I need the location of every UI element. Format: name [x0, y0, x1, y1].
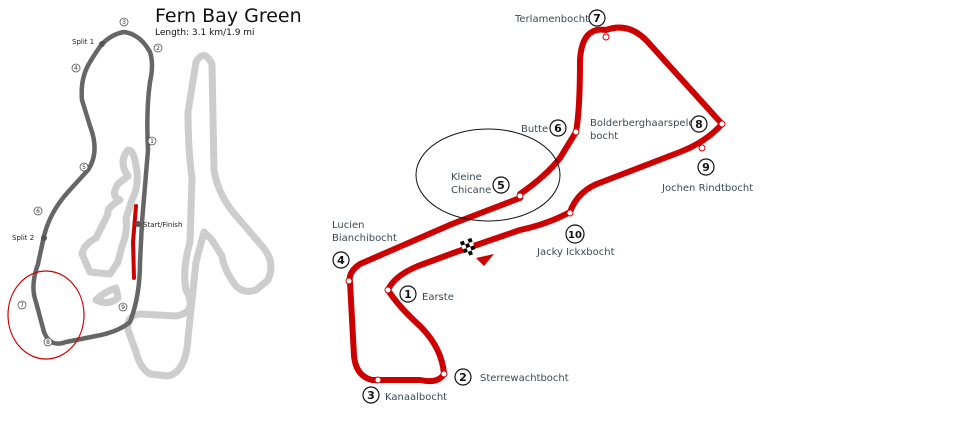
corner-4: Lucien Bianchibocht 4: [332, 220, 397, 269]
svg-text:3: 3: [122, 19, 126, 26]
direction-arrow: [476, 254, 494, 266]
svg-text:1: 1: [150, 138, 154, 145]
corner-5-label-line1: Kleine: [451, 172, 482, 183]
corner-6: Butte 6: [521, 119, 567, 137]
turn-marker-9: 9: [118, 302, 128, 312]
corner-3-label: Kanaalbocht: [385, 392, 447, 403]
corner-9: 9 Jochen Rindtbocht: [661, 158, 753, 194]
corner-8-label-line1: Bolderberghaarspeld-: [590, 118, 699, 129]
svg-text:5: 5: [497, 179, 505, 192]
corner-10-label: Jacky Ickxbocht: [536, 247, 615, 258]
corner-7-label: Terlamenbocht: [514, 14, 589, 25]
right-track-map: 1 Earste 2 Sterrewachtbocht 3 Kanaalboch…: [332, 9, 753, 404]
corner-4-label-line1: Lucien: [332, 220, 365, 231]
svg-text:1: 1: [404, 288, 412, 301]
svg-text:3: 3: [367, 389, 375, 402]
corner-2-label: Sterrewachtbocht: [480, 373, 569, 384]
corner-4-label-line2: Bianchibocht: [332, 233, 397, 244]
svg-text:8: 8: [695, 118, 703, 131]
svg-text:9: 9: [121, 304, 125, 311]
chicane-highlight-ellipse: [415, 128, 561, 222]
svg-text:2: 2: [459, 371, 467, 384]
svg-text:10: 10: [568, 230, 582, 241]
svg-text:2: 2: [156, 45, 160, 52]
corner-3: 3 Kanaalbocht: [362, 386, 447, 404]
start-finish-highlight: [130, 204, 138, 280]
corner-1: 1 Earste: [399, 285, 454, 303]
turn-marker-2: 2: [153, 43, 163, 53]
pit-lane: [409, 236, 499, 272]
svg-text:4: 4: [74, 65, 78, 72]
turn-marker-8: 8: [43, 337, 53, 347]
turn-marker-3: 3: [119, 17, 129, 27]
corner-7: Terlamenbocht 7: [514, 9, 606, 27]
svg-text:7: 7: [593, 12, 601, 25]
corner-5: Kleine Chicane 5: [451, 172, 510, 196]
left-map-length: Length: 3.1 km/1.9 mi: [155, 28, 255, 38]
svg-text:8: 8: [46, 339, 50, 346]
split-1-dot: [99, 41, 105, 47]
checkered-flag-icon: [460, 237, 477, 258]
start-finish-dot: [135, 221, 141, 227]
corner-5-label-line2: Chicane: [451, 185, 491, 196]
turn-marker-1: 1: [147, 136, 157, 146]
circuit-track: [346, 24, 725, 385]
svg-text:6: 6: [554, 122, 562, 135]
svg-text:7: 7: [20, 302, 24, 309]
turn-marker-4: 4: [71, 63, 81, 73]
corner-9-label: Jochen Rindtbocht: [661, 183, 753, 194]
corner-10: 10 Jacky Ickxbocht: [536, 224, 615, 258]
svg-text:9: 9: [702, 161, 710, 174]
split-2-dot: [41, 235, 47, 241]
svg-text:5: 5: [82, 164, 86, 171]
inactive-track-layout: [78, 52, 275, 380]
turn-marker-7: 7: [17, 300, 27, 310]
highlight-circle: [7, 270, 85, 360]
corner-2: 2 Sterrewachtbocht: [454, 368, 569, 386]
left-track-map: Split 1 Split 2 Start/Finish 1 2 3 4 5 6: [7, 5, 302, 380]
turn-marker-6: 6: [33, 206, 43, 216]
split-1-label: Split 1: [72, 38, 94, 46]
active-track-outline: [31, 29, 155, 346]
svg-text:6: 6: [36, 208, 40, 215]
corner-8-label-line2: bocht: [590, 131, 618, 142]
svg-text:4: 4: [337, 254, 345, 267]
split-2-label: Split 2: [12, 234, 34, 242]
corner-1-label: Earste: [422, 292, 454, 303]
turn-marker-5: 5: [79, 162, 89, 172]
start-finish-label: Start/Finish: [143, 221, 182, 229]
corner-8: Bolderberghaarspeld- bocht 8: [590, 115, 708, 142]
corner-6-label: Butte: [521, 124, 548, 135]
left-map-title: Fern Bay Green: [155, 5, 302, 27]
corner-dots: [345, 33, 726, 384]
